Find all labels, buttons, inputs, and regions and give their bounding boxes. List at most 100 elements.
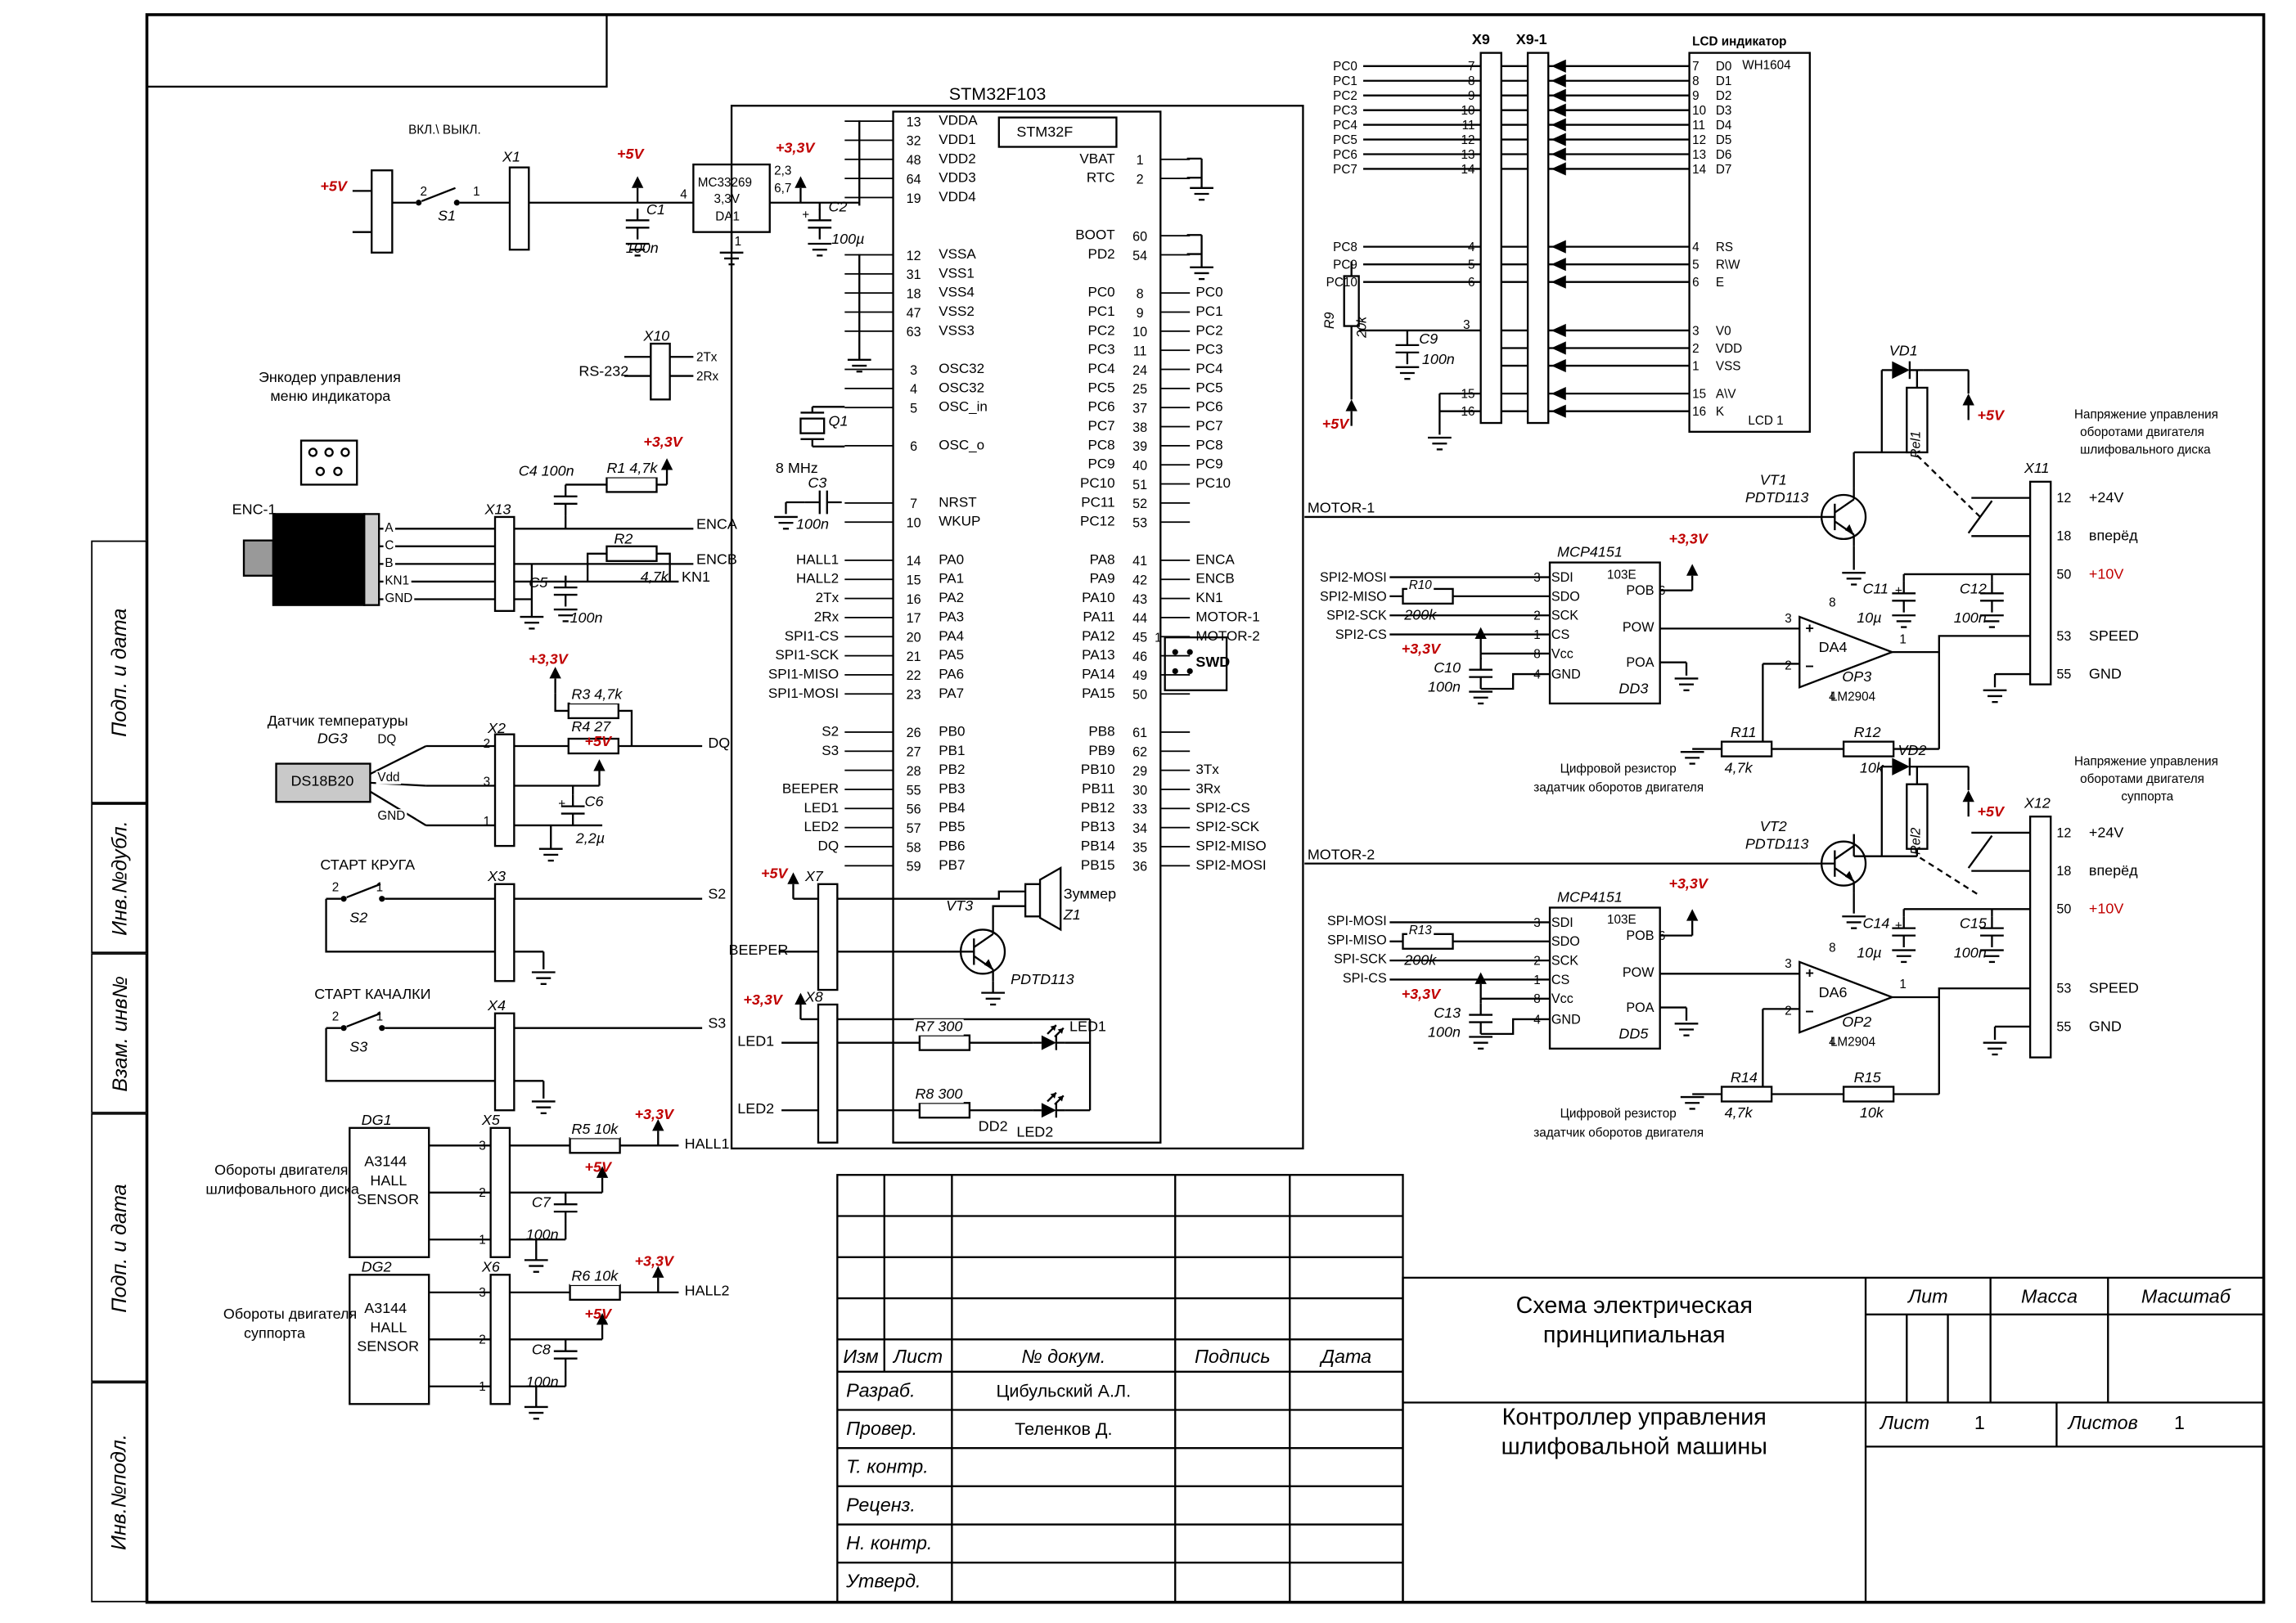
pot2-note-2: задатчик оборотов двигателя (1533, 1125, 1704, 1140)
pin-number: 5 (910, 400, 918, 416)
rs232-label: RS-232 (579, 364, 629, 380)
c9-value: 100n (1421, 352, 1455, 369)
pin-number: 13 (1461, 146, 1475, 162)
pin-number: 59 (906, 858, 921, 874)
pot-pin-number: 2 (1533, 953, 1541, 969)
da1-pin1: 1 (734, 233, 742, 249)
v5-net-label: +5V (617, 146, 644, 164)
pin-number: 14 (1461, 161, 1475, 177)
pin-name: PA15 (1082, 686, 1115, 703)
hall1-net: HALL1 (684, 1136, 730, 1153)
pin-stub (844, 196, 894, 199)
encoder-circuit (242, 439, 694, 630)
pin-stub (844, 617, 894, 618)
mcu-block (730, 105, 1304, 1150)
pin-stub (844, 444, 894, 447)
x1-ref: X1 (502, 150, 520, 166)
pin-stub (1160, 425, 1191, 428)
c14-value: 10µ (1857, 946, 1882, 962)
v5-net-label: +5V (1977, 408, 2004, 425)
s3-net: S3 (708, 1016, 727, 1033)
pin-stub (1160, 311, 1191, 313)
x11-pin-label: +24V (2088, 489, 2124, 506)
lcd-pin-number: 13 (1692, 146, 1707, 162)
r11-ref: R11 (1730, 725, 1757, 742)
c8-value: 100n (525, 1374, 559, 1391)
pot-pin-number: 6 (1658, 583, 1666, 599)
r14-ref: R14 (1730, 1070, 1758, 1087)
led1-net: LED1 (737, 1033, 775, 1050)
dd3-part: MCP4151 (1557, 545, 1623, 561)
spi-net-label: SPI-CS (1313, 969, 1387, 988)
pin-name: PB7 (939, 857, 966, 874)
pin-name: PD2 (1087, 246, 1115, 263)
pin-number: 45 (1132, 629, 1148, 645)
x9-1-ref: X9-1 (1515, 32, 1547, 49)
pin-name: PA13 (1082, 647, 1115, 664)
r9-value: 20k (1354, 316, 1370, 338)
frame-label: Взам. инв№ (107, 975, 131, 1091)
pin-number: 53 (1132, 515, 1148, 530)
opamp-minus: − (1805, 1004, 1814, 1021)
c7-ref: C7 (531, 1195, 551, 1212)
motor1-note-2: оборотами двигателя (2080, 424, 2204, 439)
start2-circuit (325, 1012, 703, 1115)
op2-ref: OP2 (1842, 1014, 1872, 1032)
pin-name: PC1 (1087, 303, 1115, 321)
pin-number: 54 (1132, 247, 1148, 263)
pin-stub (1160, 330, 1191, 332)
mcu-ref: DD2 (978, 1119, 1008, 1135)
r8-label: R8 300 (913, 1086, 965, 1104)
pin-signal-label: MOTOR-2 (1195, 628, 1260, 645)
frame-label: Подп. и дата (107, 607, 131, 737)
pin-name: PA14 (1082, 667, 1115, 683)
x9-pin-number: 14 (1446, 161, 1475, 177)
pin-name: PB10 (1080, 762, 1115, 779)
hall2-net: HALL2 (684, 1284, 730, 1300)
x9-pin-number: 5 (1446, 255, 1474, 273)
pin-stub (1160, 731, 1191, 733)
vt1-type: PDTD113 (1745, 490, 1809, 507)
lcd-pin-number: 16 (1692, 403, 1707, 419)
x11-pin-label: +10V (2088, 566, 2124, 582)
pin-name: BOOT (1075, 227, 1115, 245)
pot-pin-name: SDI (1551, 569, 1573, 584)
pin-name: VSS2 (939, 303, 975, 321)
pin-name: PB14 (1080, 838, 1115, 855)
motor1-net: MOTOR-1 (1307, 501, 1375, 517)
mcu-pin-row (940, 188, 1425, 207)
lcd-pin-number: 10 (1692, 102, 1707, 118)
pin-stub (844, 636, 894, 638)
x12-pin-number: 55 (2056, 1018, 2072, 1034)
pin-name: PB8 (1088, 724, 1115, 740)
v33-net-label: +3,3V (529, 652, 568, 668)
pin-name: NRST (939, 495, 977, 511)
dg1-ref: DG1 (361, 1113, 392, 1130)
kn1-net: KN1 (682, 569, 710, 587)
tb-row-prover: Провер. (846, 1417, 918, 1440)
pin-name: PC4 (1087, 361, 1115, 378)
encoder-pin: A (383, 519, 415, 537)
pin-signal-label: HALL1 (795, 552, 840, 569)
x11-pin-label: SPEED (2088, 627, 2139, 645)
spi-net-label: SPI2-CS (1313, 625, 1387, 645)
pin-stub (844, 330, 894, 332)
pin-stub (844, 311, 894, 313)
v5-net-label: +5V (584, 1160, 611, 1177)
x2-pin1: 1 (483, 813, 491, 829)
pin-name: VDD1 (939, 132, 976, 149)
pin-name: PB11 (1082, 781, 1115, 798)
pin-name: OSC_o (939, 437, 985, 454)
